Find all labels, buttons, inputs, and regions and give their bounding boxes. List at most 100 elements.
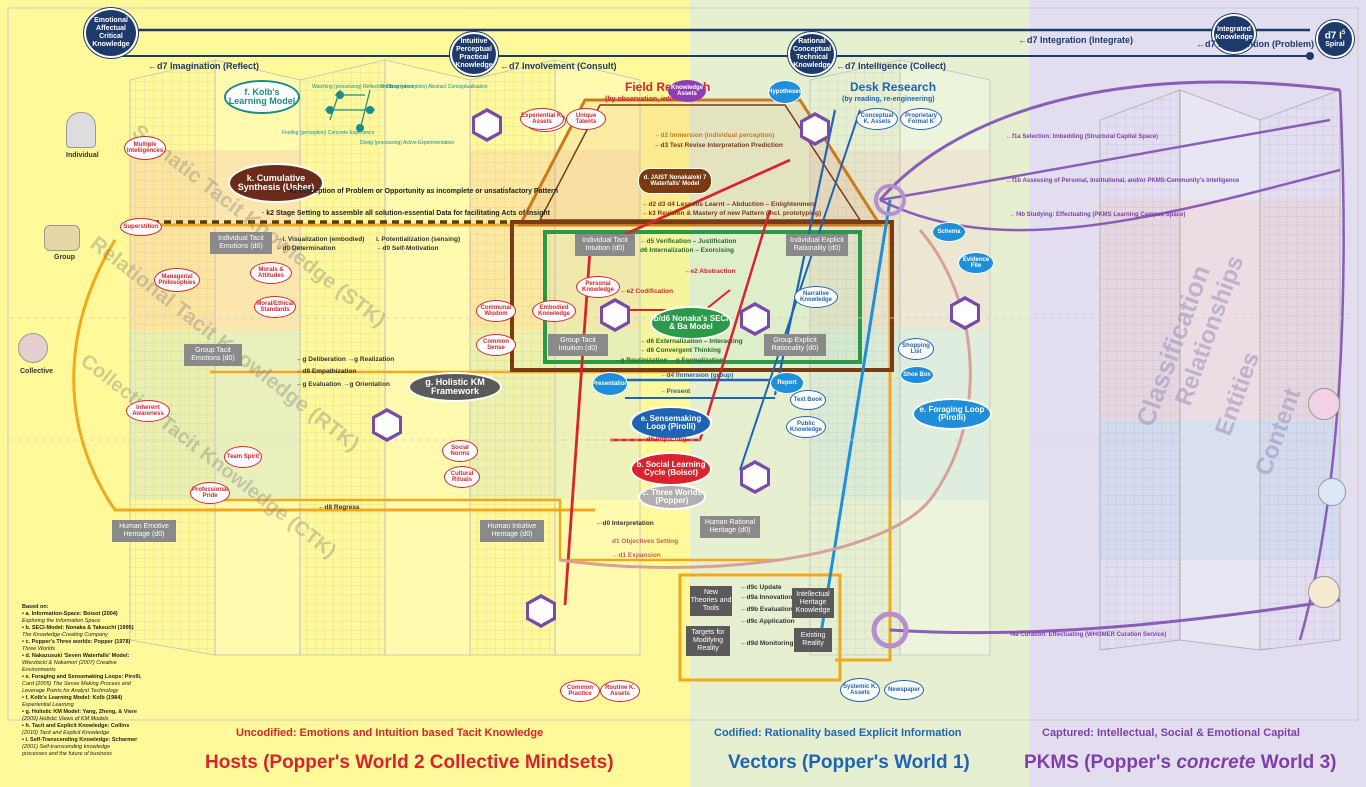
individual-tacit-emotions-box[interactable]: Individual Tacit Emotions (d0)	[210, 232, 272, 254]
emotional-knowledge-node[interactable]: Emotional Affectual Critical Knowledge	[84, 8, 138, 58]
footer-main-hosts: Hosts (Popper's World 2 Collective Minds…	[205, 752, 614, 773]
human-emotive-heritage-box[interactable]: Human Emotive Heritage (d0)	[112, 520, 176, 542]
lessons-flow: ←d2 d3 d4 Lessons Learnt – Abduction – E…	[642, 201, 817, 208]
common-practice-pill[interactable]: Common Practice	[560, 680, 600, 702]
social-learning-framework[interactable]: b. Social Learning Cycle (Boisot)	[630, 452, 712, 486]
routinization-flow: ←g Routinization →g Formalization	[614, 357, 724, 364]
ref-line: Wierzbicki & Nakamori (2007) Creative	[22, 660, 117, 666]
conceptual-assets-pill[interactable]: Conceptual K. Assets	[856, 108, 898, 130]
newspaper-pill[interactable]: Newspaper	[884, 680, 924, 700]
yin-yang-icon	[372, 408, 402, 442]
ref-line: (2010) Tacit and Explicit Knowledge	[22, 730, 110, 736]
people-circle-icon	[526, 594, 556, 628]
intellectual-heritage-box[interactable]: Intellectual Heritage Knowledge	[792, 588, 834, 618]
individual-tacit-intuition-box[interactable]: Individual Tacit Intuition (d0)	[575, 234, 635, 256]
shopping-list-pill[interactable]: Shopping List	[898, 338, 934, 360]
revision-flow: ←k3 Revision & Mastery of new Pattern (i…	[642, 210, 822, 217]
human-intuitive-heritage-box[interactable]: Human Intuitive Heritage (d0)	[480, 520, 544, 542]
integrated-knowledge-node[interactable]: Integrated Knowledge	[1212, 14, 1256, 54]
externalization-flow: ←d6 Externalization – Interacting	[640, 338, 743, 345]
hypotheses-pill[interactable]: Hypotheses	[768, 80, 802, 104]
holistic-km-framework[interactable]: g. Holistic KM Framework	[408, 372, 502, 402]
new-theories-box[interactable]: New Theories and Tools	[690, 586, 732, 616]
managerial-philosophies-pill[interactable]: Managerial Philosophies	[154, 268, 200, 292]
multiple-intelligences-pill[interactable]: Multiple Intelligences	[124, 136, 166, 160]
presentation-pill[interactable]: Presentation	[592, 372, 628, 396]
intervention-label: ←d7 Intervention (Problem)	[1196, 39, 1315, 49]
application-flow: ←d9c Application	[740, 618, 795, 625]
based-on-references: Based on: • a. Information-Space: Boisot…	[22, 604, 182, 758]
usher-k1: · k1 Perception of Problem or Opportunit…	[285, 188, 559, 195]
communal-wisdom-pill[interactable]: Communal Wisdom	[476, 300, 516, 322]
ref-line: • h. Tacit and Explicit Knowledge: Colli…	[22, 723, 130, 729]
ref-line: processes and the future of business	[22, 751, 112, 757]
common-sense-pill[interactable]: Common Sense	[476, 334, 516, 356]
moral-standards-pill[interactable]: Moral/Ethical Standards	[254, 296, 296, 318]
narrative-knowledge-pill[interactable]: Narrative Knowledge	[794, 286, 838, 308]
routine-assets-pill[interactable]: Routine K. Assets	[600, 680, 640, 702]
innovation-flow: ←d9a Innovation	[740, 594, 793, 601]
shoe-box-pill[interactable]: Shoe Box	[900, 366, 934, 384]
report-pill[interactable]: Report	[770, 372, 804, 394]
pkms-assessing: ←f1b Assessing of Personal, Institutiona…	[1006, 178, 1240, 184]
targets-box[interactable]: Targets for Modifying Reality	[686, 626, 730, 656]
individual-label: Individual	[66, 152, 99, 159]
network-people-icon	[1318, 478, 1346, 506]
social-norms-pill[interactable]: Social Norms	[442, 440, 478, 462]
spiral-sup: 5	[1341, 30, 1346, 37]
cultural-rituals-pill[interactable]: Cultural Rituals	[444, 466, 480, 488]
group-explicit-rationality-box[interactable]: Group Explicit Rationality (d0)	[764, 334, 826, 356]
footer-pkms-b: World 3)	[1255, 752, 1337, 773]
internalization-flow: d6 Internalization – Exorcising	[640, 247, 734, 254]
schema-pill[interactable]: Schema	[932, 222, 966, 242]
inherent-awareness-pill[interactable]: Inherent Awareness	[126, 400, 170, 422]
public-knowledge-pill[interactable]: Public Knowledge	[786, 416, 826, 438]
ref-line: Card (2005) The Sense Making Process and	[22, 681, 131, 687]
text-book-pill[interactable]: Text Book	[790, 390, 826, 410]
superstition-pill[interactable]: Superstition	[120, 218, 162, 236]
systemic-assets-pill[interactable]: Systemic K. Assets	[840, 678, 880, 702]
seci-framework[interactable]: b/d6 Nonaka's SECI & Ba Model	[650, 306, 732, 340]
pkms-curation: f4a Curation: Effectuating (WHOMER Curat…	[1010, 632, 1167, 638]
morals-attitudes-pill[interactable]: Morals & Attitudes	[250, 262, 292, 284]
embodied-knowledge-pill[interactable]: Embodied Knowledge	[532, 300, 576, 322]
footer-sub-vectors: Codified: Rationality based Explicit Inf…	[714, 727, 962, 739]
regress-flow: ←d8 Regress	[318, 504, 360, 511]
human-rational-heritage-box[interactable]: Human Rational Heritage (d0)	[700, 516, 760, 538]
experiential-assets-pill[interactable]: Experiential K. Assets	[520, 108, 564, 130]
rational-knowledge-node[interactable]: Rational Conceptual Technical Knowledge	[788, 32, 836, 76]
imagination-label: ←d7 Imagination (Reflect)	[148, 61, 260, 71]
empathization-flow: ←d8 Empathization	[296, 368, 357, 375]
group-tacit-emotions-box[interactable]: Group Tacit Emotions (d0)	[184, 344, 242, 366]
pkms-selection: ←f1a Selection: Imbedding (Structural Ca…	[1006, 134, 1159, 140]
individual-explicit-rationality-box[interactable]: Individual Explicit Rationality (d0)	[786, 234, 848, 256]
ref-line: Leverage Points for Analyst Technology	[22, 688, 119, 694]
potentialization-flow: i. Potentialization (sensing)	[376, 236, 461, 243]
ref-heading: Based on:	[22, 604, 49, 610]
knowledge-assets-pill[interactable]: Knowledge Assets	[668, 80, 706, 102]
personal-knowledge-pill[interactable]: Personal Knowledge	[576, 276, 620, 298]
professional-pride-pill[interactable]: Professional Pride	[190, 482, 230, 504]
unique-talents-pill[interactable]: Unique Talents	[566, 108, 606, 130]
proprietary-formal-pill[interactable]: Proprietary Formal K	[900, 108, 942, 130]
existing-reality-box[interactable]: Existing Reality	[794, 628, 832, 652]
verification-flow: ←d5 Verification – Justification	[640, 238, 737, 245]
cumulative-synthesis-framework[interactable]: k. Cumulative Synthesis (Usher)	[228, 163, 324, 203]
kolb-framework[interactable]: f. Kolb's Learning Model	[224, 80, 300, 114]
d7-spiral-node[interactable]: d7 I5 Spiral	[1316, 20, 1354, 58]
intuitive-knowledge-node[interactable]: Intuitive Perceptual Practical Knowledge	[450, 32, 498, 76]
ref-line: • c. Popper's Three worlds: Popper (1978…	[22, 639, 131, 645]
jaist-framework[interactable]: d. JAIST Nonakaloki 7 Waterfalls' Model	[638, 168, 712, 194]
sensemaking-framework[interactable]: e. Sensemaking Loop (Pirolli)	[630, 406, 712, 440]
three-worlds-framework[interactable]: c. Three Worlds (Popper)	[638, 484, 706, 510]
evaluation-flow: ←g Evaluation →g Orientation	[296, 381, 390, 388]
desk-research-sub: (by reading, re-engineering)	[842, 96, 935, 103]
ref-line: • f. Kolb's Learning Model: Kolb (1984)	[22, 695, 123, 701]
usher-k2: · k2 Stage Setting to assemble all solut…	[262, 210, 550, 217]
team-spirit-pill[interactable]: Team Spirit	[224, 446, 262, 468]
group-tacit-intuition-box[interactable]: Group Tacit Intuition (d0)	[548, 334, 608, 356]
evidence-file-pill[interactable]: Evidence File	[958, 252, 994, 274]
foraging-framework[interactable]: e. Foraging Loop (Pirolli)	[912, 398, 992, 430]
group-figures-icon	[44, 225, 80, 251]
